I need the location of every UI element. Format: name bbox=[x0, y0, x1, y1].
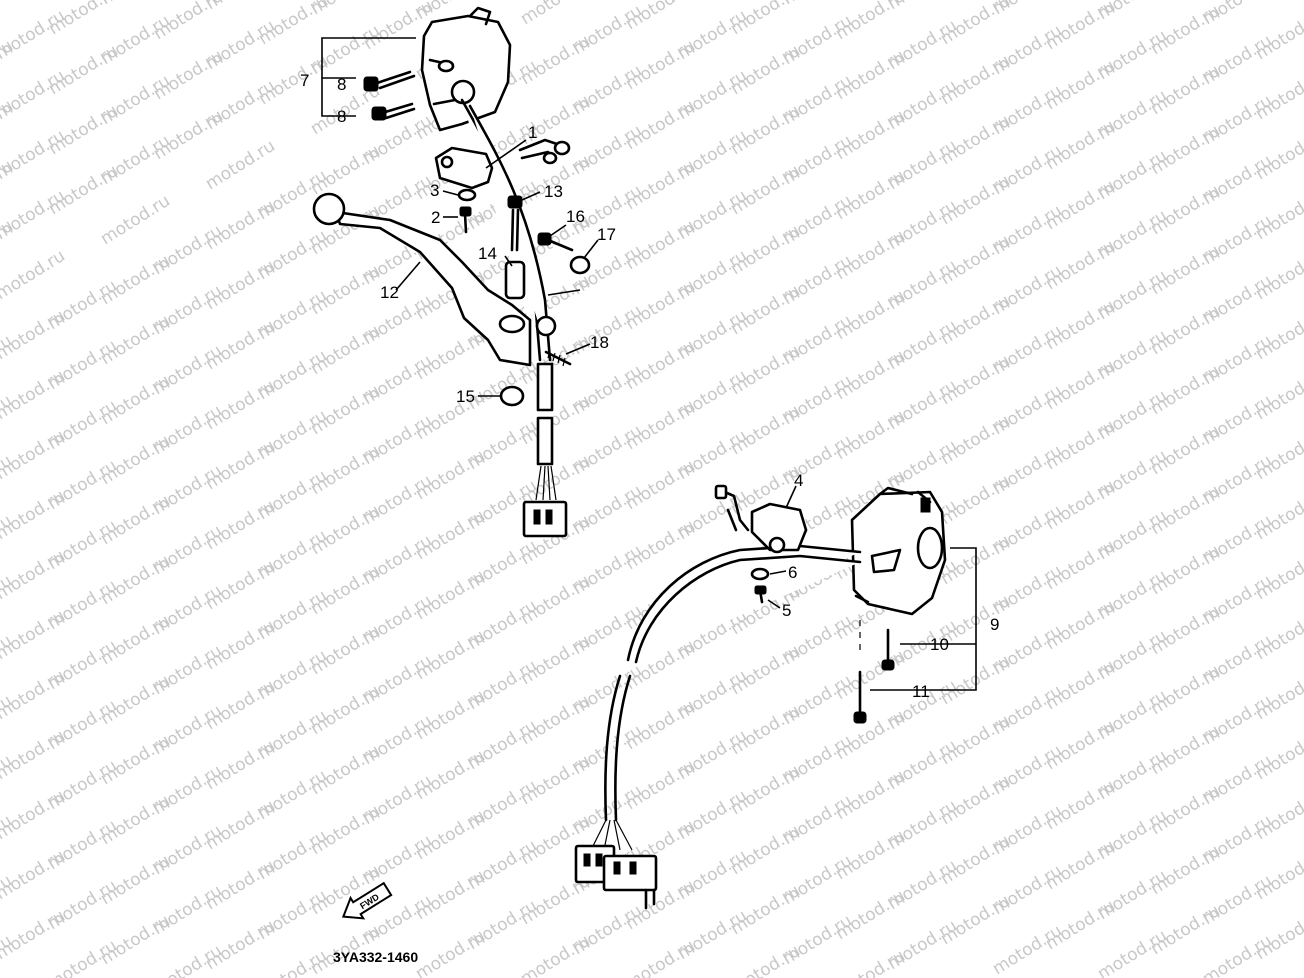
callout-13: 13 bbox=[544, 182, 563, 201]
callout-7: 7 bbox=[300, 71, 309, 90]
watermark-text: motod.ru bbox=[937, 0, 1014, 49]
callout-10: 10 bbox=[930, 635, 949, 654]
callout-6: 6 bbox=[788, 563, 797, 582]
watermark-text: motod.ru bbox=[0, 786, 69, 844]
watermark-text: motod.ru bbox=[0, 486, 69, 544]
watermark-text: motod.ru bbox=[832, 946, 909, 978]
watermark-text: motod.ru bbox=[0, 306, 69, 364]
brake-switch bbox=[750, 502, 808, 552]
callout-18: 18 bbox=[590, 333, 609, 352]
spring-18 bbox=[544, 349, 572, 367]
watermark-text: motod.ru bbox=[0, 666, 69, 724]
watermark-text: motod.ru bbox=[150, 0, 227, 44]
callout-5: 5 bbox=[782, 601, 791, 620]
right-switch-assembly bbox=[574, 484, 977, 910]
callout-12: 12 bbox=[380, 283, 399, 302]
collar-14 bbox=[504, 260, 526, 300]
watermark-text: motod.ru bbox=[0, 606, 69, 664]
nut-15 bbox=[499, 385, 525, 407]
bolt-13 bbox=[507, 195, 523, 252]
watermark-text: motod.ru bbox=[0, 846, 69, 904]
washer-3 bbox=[457, 188, 477, 202]
clutch-lever bbox=[334, 210, 532, 367]
left-switch-assembly bbox=[312, 6, 599, 538]
watermark-text: motod.ru bbox=[0, 726, 69, 784]
callout-9: 9 bbox=[990, 615, 999, 634]
left-connector bbox=[522, 500, 568, 538]
watermark-text: motod.ru bbox=[97, 191, 174, 249]
screw-10 bbox=[881, 628, 895, 671]
callout-8-upper: 8 bbox=[337, 75, 346, 94]
screw-16 bbox=[546, 238, 574, 252]
watermark-text: motod.ru bbox=[0, 366, 69, 424]
screw-2 bbox=[463, 212, 468, 234]
nut-17 bbox=[569, 255, 591, 275]
callout-16: 16 bbox=[566, 207, 585, 226]
callout-14: 14 bbox=[478, 244, 497, 263]
screw-11 bbox=[853, 670, 867, 724]
callout-3: 3 bbox=[430, 181, 439, 200]
watermark-text: motod.ru bbox=[0, 0, 17, 34]
callout-15: 15 bbox=[456, 387, 475, 406]
callout-11: 11 bbox=[912, 682, 930, 701]
watermark-text: motod.ru bbox=[202, 136, 279, 194]
screw-8-lower bbox=[371, 102, 416, 121]
watermark-text: motod.ru bbox=[832, 0, 909, 44]
right-connector-b bbox=[602, 854, 658, 910]
watermark-text: motod.ru bbox=[0, 246, 69, 304]
callout-2: 2 bbox=[431, 208, 440, 227]
watermark-text: motod.ru bbox=[1252, 0, 1304, 4]
watermark-text: motod.ru bbox=[0, 906, 69, 964]
watermark-text: motod.ru bbox=[0, 426, 69, 484]
watermark-text: motod.ru bbox=[0, 546, 69, 604]
watermark-text: motod.ru bbox=[517, 0, 594, 29]
drawing-code: 3YA332-1460 bbox=[333, 949, 418, 965]
washer-6 bbox=[750, 567, 770, 581]
watermark-text: motod.ru bbox=[255, 0, 332, 49]
watermark-text: motod.ru bbox=[622, 936, 699, 978]
callout-17: 17 bbox=[597, 225, 616, 244]
callout-4: 4 bbox=[794, 471, 803, 490]
watermark-text: motod.ru bbox=[517, 931, 594, 978]
callout-8-lower: 8 bbox=[337, 107, 346, 126]
callout-1: 1 bbox=[528, 123, 537, 142]
watermark-text: motod.ru bbox=[0, 0, 69, 4]
watermark-text: motod.ru bbox=[727, 941, 804, 978]
screw-8-upper bbox=[363, 70, 416, 92]
